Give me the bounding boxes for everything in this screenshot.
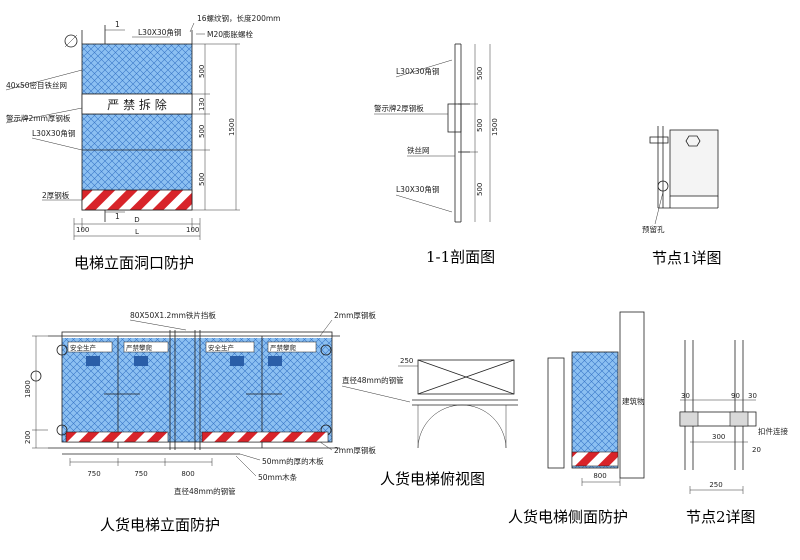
section-dim-500-bot: 500 (476, 183, 484, 196)
label-sign: 警示牌2mm厚钢板 (6, 113, 71, 123)
node2-label-fastener: 扣件连接 (758, 426, 788, 436)
section-mark-top: 1 (115, 20, 120, 29)
label-mesh: 40x50密目铁丝网 (6, 80, 67, 90)
bolt-nut (685, 135, 701, 147)
elevation-drawing: 严 禁 拆 除 1 1 L30X30角钢 16螺纹钢，长度200mm M20膨胀… (5, 13, 280, 272)
node2-title: 节点2详图 (686, 508, 756, 526)
side-view-dim-800: 800 (593, 472, 606, 480)
top-view-drawing: 250 直径48mm的钢管 人货电梯俯视图 (341, 357, 518, 488)
side-view-drawing: 建筑物 800 人货电梯侧面防护 (508, 311, 645, 526)
freight-dim-750b: 750 (134, 470, 147, 478)
dim-500-bot: 500 (198, 173, 206, 186)
dim-100-left: 100 (76, 226, 89, 234)
label-steel-plate: 2厚钢板 (42, 190, 70, 200)
freight-dim-200: 200 (24, 431, 32, 444)
node2-dim-250: 250 (709, 481, 722, 489)
label-angle-top: L30X30角钢 (138, 27, 181, 37)
mesh-panel (82, 44, 192, 190)
side-view-stripes (571, 451, 619, 467)
section-drawing: 500 500 500 1500 L30X30角钢 警示牌2厚钢板 铁丝网 L3… (374, 43, 499, 266)
freight-elevation-title: 人货电梯立面防护 (100, 516, 220, 534)
side-view-label-building: 建筑物 (622, 396, 645, 406)
section-dim-500-top: 500 (476, 67, 484, 80)
sign-icon (230, 356, 244, 366)
freight-label-steel: 2mm厚钢板 (334, 445, 376, 455)
banner-text: 严 禁 拆 除 (107, 97, 166, 112)
node1-label-hole: 预留孔 (642, 224, 665, 234)
freight-dim-750a: 750 (87, 470, 100, 478)
freight-elevation-drawing: 安全生产 严禁攀爬 安全生产 严禁攀爬 1800 200 750 750 800… (24, 310, 376, 534)
label-bolt: M20膨胀螺栓 (207, 29, 254, 39)
freight-stripes-left (65, 431, 169, 443)
freight-stripes-right (201, 431, 329, 443)
dim-500-mid: 500 (198, 125, 206, 138)
node2-drawing: 30 90 30 300 20 扣件连接 250 节点2详图 (679, 340, 788, 526)
freight-label-top-plate: 80X50X1.2mm铁片挡板 (130, 310, 216, 320)
dim-100-right: 100 (186, 226, 199, 234)
freight-dim-800: 800 (181, 470, 194, 478)
label-angle-mid: L30X30角钢 (32, 128, 75, 138)
dim-500-top: 500 (198, 65, 206, 78)
top-view-dim-250: 250 (400, 357, 413, 365)
sign-icon (86, 356, 100, 366)
hole-circle (657, 180, 669, 192)
label-rebar: 16螺纹钢，长度200mm (197, 13, 280, 23)
section-label-angle-bot: L30X30角钢 (396, 184, 439, 194)
node2-dim-300: 300 (712, 433, 725, 441)
warning-banner (81, 93, 193, 115)
section-dim-500-mid: 500 (476, 119, 484, 132)
top-view-title: 人货电梯俯视图 (380, 470, 485, 488)
side-view-mesh (571, 351, 619, 469)
section-title: 1-1剖面图 (426, 248, 495, 266)
side-view-title: 人货电梯侧面防护 (508, 508, 628, 526)
freight-sign1: 安全生产 (70, 343, 97, 352)
section-dim-1500: 1500 (491, 118, 499, 136)
section-sign (447, 103, 462, 133)
dim-130: 130 (198, 98, 206, 111)
section-mark-bottom: 1 (115, 212, 120, 221)
building-wall (619, 311, 645, 479)
freight-sign2: 严禁攀爬 (126, 343, 153, 352)
freight-label-pipe: 直径48mm的钢管 (174, 486, 236, 496)
freight-label-wood: 50mm的厚的木板 (262, 456, 324, 466)
sign-icon (268, 356, 282, 366)
freight-sign4: 严禁攀爬 (270, 343, 297, 352)
node1-title: 节点1详图 (652, 249, 722, 267)
section-label-sign: 警示牌2厚钢板 (374, 103, 424, 113)
node1-plate (669, 129, 719, 197)
freight-label-batten: 50mm木条 (258, 472, 298, 482)
node-marker (64, 34, 78, 48)
freight-sign3: 安全生产 (208, 343, 235, 352)
warning-stripes (81, 189, 193, 211)
node2-dim-30b: 30 (748, 392, 757, 400)
top-view-label-pipe: 直径48mm的钢管 (342, 375, 404, 385)
elevation-title: 电梯立面洞口防护 (74, 254, 194, 272)
dim-L: L (135, 228, 139, 236)
freight-mesh (62, 338, 332, 442)
node2-dim-20: 20 (752, 446, 761, 454)
node2-dim-30a: 30 (681, 392, 690, 400)
freight-dim-1800: 1800 (24, 380, 32, 398)
section-label-mesh: 铁丝网 (407, 145, 430, 155)
node2-dim-90: 90 (731, 392, 740, 400)
node1-drawing: 预留孔 节点1详图 (642, 126, 722, 267)
top-view-car (417, 359, 515, 395)
section-label-angle-top: L30X30角钢 (396, 66, 439, 76)
dim-1500: 1500 (228, 118, 236, 136)
dim-D: D (134, 216, 139, 224)
sign-icon (134, 356, 148, 366)
freight-label-right-plate: 2mm厚钢板 (334, 310, 376, 320)
